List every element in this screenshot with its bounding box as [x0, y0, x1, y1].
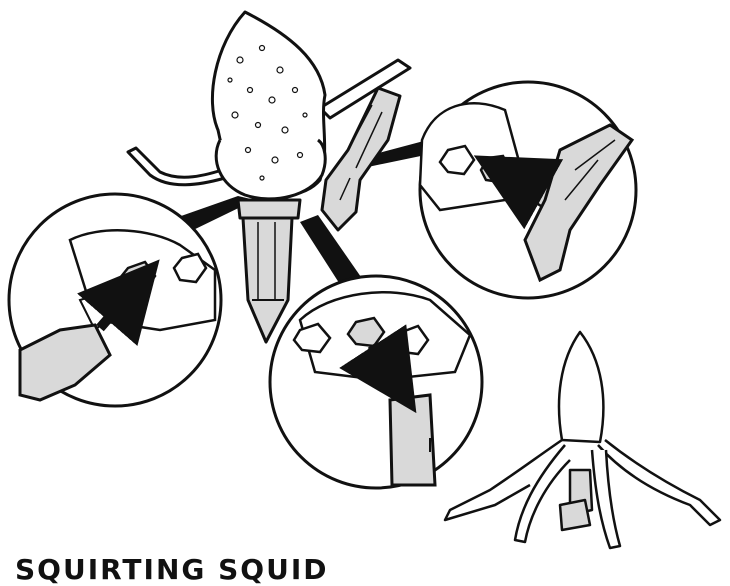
assembly-diagram	[0, 0, 730, 572]
detail-circle-left	[9, 194, 221, 406]
detail-circle-right	[420, 82, 636, 298]
page-title: SQUIRTING SQUID	[15, 556, 328, 584]
assembled-squid	[445, 332, 720, 548]
detail-circle-center	[270, 276, 482, 488]
